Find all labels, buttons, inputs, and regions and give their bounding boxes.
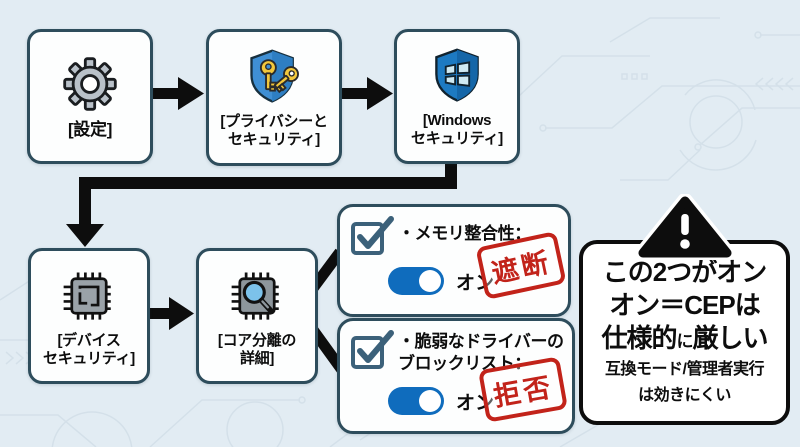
toggle-on-icon[interactable]	[388, 267, 444, 295]
node-label-line: [プライバシーと	[220, 113, 328, 131]
arrow-privacy-to-winsec	[338, 88, 371, 99]
cpu-chip-icon	[58, 265, 120, 327]
checkbox-icon[interactable]	[350, 215, 396, 257]
toggle-on-icon[interactable]	[388, 387, 444, 415]
panel-vulnerable-driver-blocklist: ・脆弱なドライバーの ブロックリスト： オン 拒否	[337, 318, 575, 434]
node-label-line: [デバイス	[57, 331, 121, 349]
warning-line-2: オン＝CEPは	[609, 290, 760, 321]
windows-shield-icon	[426, 45, 488, 107]
arrow-settings-to-privacy	[149, 88, 182, 99]
arrow-devsec-to-coreiso	[147, 308, 172, 319]
toggle-knob	[419, 270, 441, 292]
panel-title-line: ・脆弱なドライバーの	[398, 332, 564, 351]
panel-memory-integrity: ・メモリ整合性： オン 遮断	[337, 204, 571, 317]
node-label-line: [設定]	[67, 119, 113, 139]
node-label: [Windows セキュリティ]	[411, 112, 503, 147]
flow-node-privacy-security: [プライバシーと セキュリティ]	[206, 29, 342, 166]
warning-line-3: 仕様的に厳しい	[583, 322, 786, 355]
flow-node-device-security: [デバイス セキュリティ]	[28, 248, 150, 384]
chip-magnifier-icon	[226, 265, 288, 327]
node-label-line: [Windows	[422, 112, 492, 130]
panel-title: ・メモリ整合性：	[398, 223, 531, 245]
toggle-knob	[419, 390, 441, 412]
panel-title: ・脆弱なドライバーの ブロックリスト：	[398, 331, 564, 375]
warning-subline-2: は効きにくい	[638, 386, 731, 404]
panel-title-line: ・メモリ整合性：	[398, 224, 531, 243]
warning-line-3-particle: に	[676, 332, 694, 352]
warning-line-3-tail: 厳しい	[692, 323, 769, 354]
flow-node-core-isolation: [コア分離の 詳細]	[196, 248, 318, 384]
checkbox-icon[interactable]	[350, 329, 396, 371]
warning-line-3-lead: 仕様的	[601, 323, 677, 354]
toggle-state-label: オン	[456, 273, 495, 294]
node-label-line: [コア分離の	[217, 331, 297, 349]
warning-subline-1: 互換モード/管理者実行	[605, 361, 764, 379]
warning-triangle-icon	[635, 194, 735, 260]
warning-line-1: この2つがオン	[602, 257, 767, 287]
flow-node-windows-security: [Windows セキュリティ]	[394, 29, 520, 164]
node-label: [プライバシーと セキュリティ]	[220, 113, 328, 148]
node-label-line: セキュリティ]	[43, 349, 135, 367]
node-label: [コア分離の 詳細]	[217, 331, 297, 367]
node-label-line: セキュリティ]	[227, 131, 320, 148]
toggle-state-label: オン	[456, 393, 495, 414]
gear-icon	[59, 53, 121, 115]
node-label-line: 詳細]	[239, 349, 275, 367]
arrowhead-down-to-devsec	[66, 224, 104, 247]
node-label: [設定]	[68, 120, 112, 140]
shield-keys-icon	[243, 46, 305, 108]
panel-title-line: ブロックリスト：	[398, 354, 531, 374]
flow-node-settings: [設定]	[27, 29, 153, 164]
warning-note-box: この2つがオン オン＝CEPは 仕様的に厳しい 互換モード/管理者実行 は効きに…	[579, 240, 790, 425]
node-label: [デバイス セキュリティ]	[43, 332, 135, 367]
node-label-line: セキュリティ]	[411, 130, 503, 147]
